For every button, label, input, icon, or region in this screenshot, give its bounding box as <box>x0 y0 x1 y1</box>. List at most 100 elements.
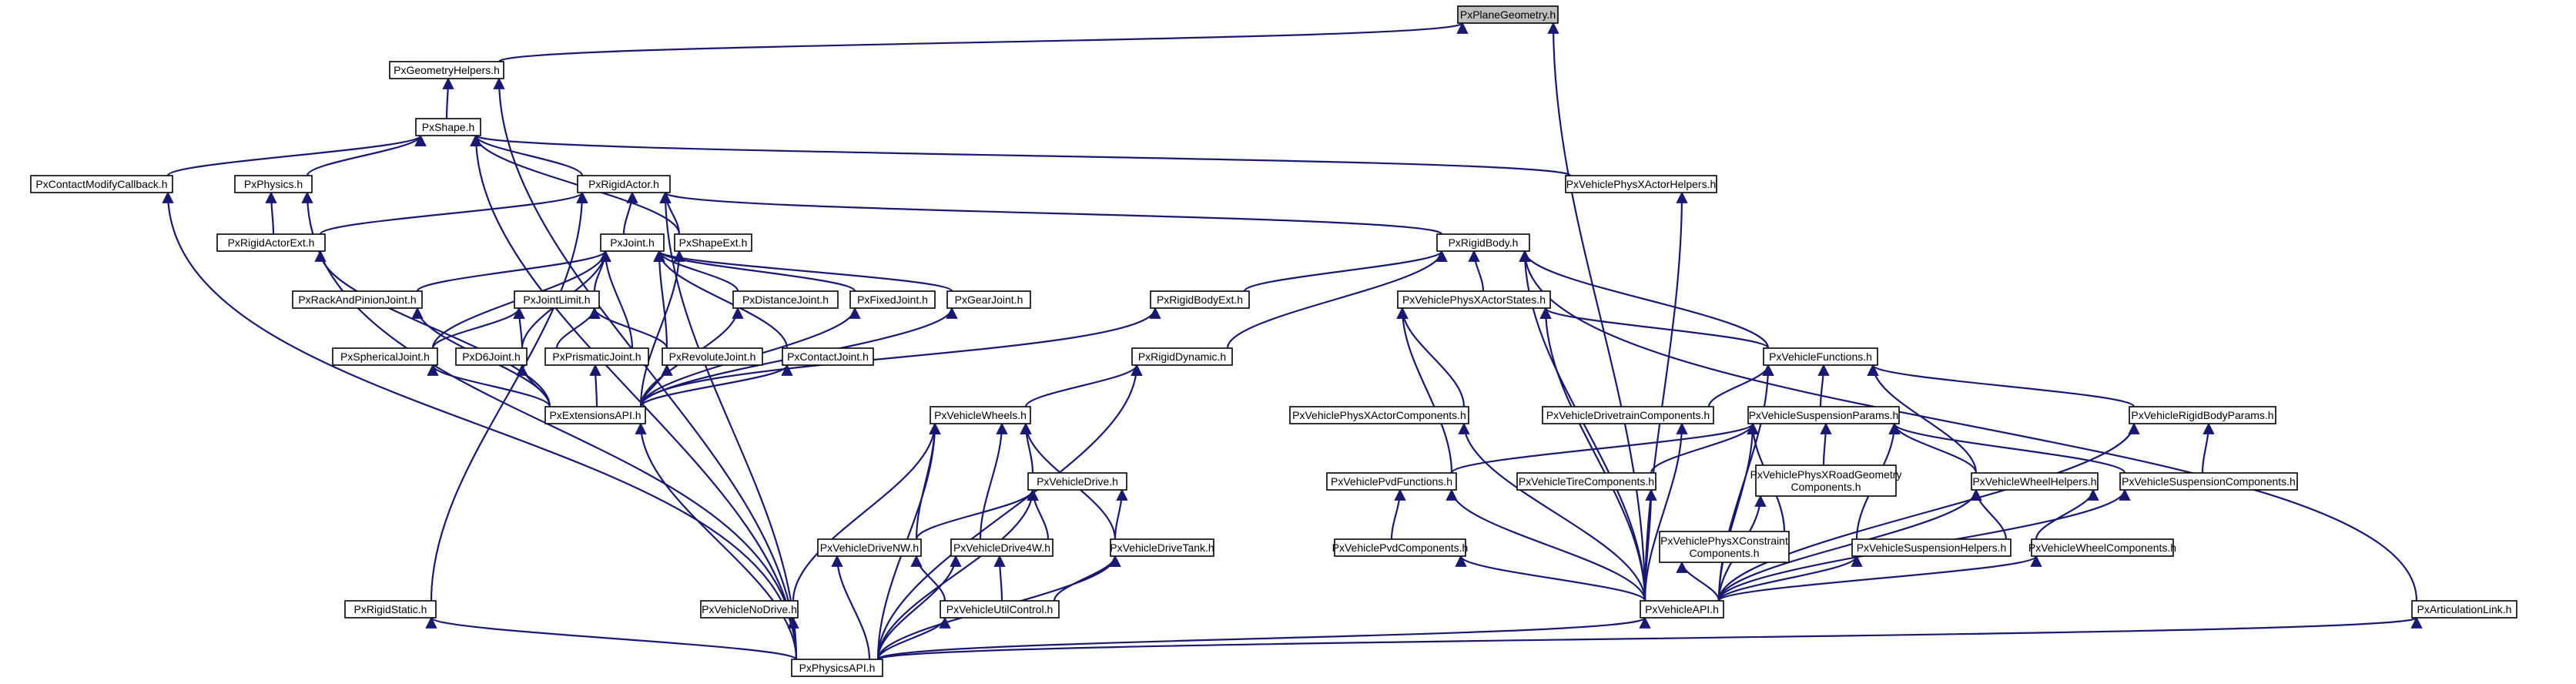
node-vsuspensionhelpers[interactable]: PxVehicleSuspensionHelpers.h <box>1851 538 2012 557</box>
node-vutilcontrol[interactable]: PxVehicleUtilControl.h <box>940 600 1060 619</box>
edge-physicsapi-to-shape <box>470 134 798 660</box>
node-box <box>216 233 326 252</box>
node-vpvdcomponents[interactable]: PxVehiclePvdComponents.h <box>1332 538 1469 557</box>
edge-physics-to-shape <box>306 134 427 176</box>
node-rigidactorext[interactable]: PxRigidActorExt.h <box>216 233 326 252</box>
node-vdrivetraincomponents[interactable]: PxVehicleDrivetrainComponents.h <box>1542 406 1714 424</box>
edge-rigidstatic-to-rigidactor <box>430 191 588 602</box>
node-box <box>1516 472 1656 491</box>
edge-rigidbodyext-to-rigidbody <box>1243 250 1448 292</box>
node-box <box>662 347 763 366</box>
node-label: PxPhysicsAPI.h <box>799 662 876 674</box>
node-label: PxPlaneGeometry.h <box>1460 8 1556 21</box>
edge-physicsapi-to-vdrive4w <box>876 555 962 660</box>
node-vsuspensionparams[interactable]: PxVehicleSuspensionParams.h <box>1747 406 1900 424</box>
edge-vpvdfunctions-to-vphysxactorstates <box>1396 307 1453 474</box>
edge-vehicleapi-to-vpvdcomponents <box>1455 555 1646 602</box>
node-joint[interactable]: PxJoint.h <box>600 233 665 252</box>
node-label: PxContactModifyCallback.h <box>35 178 167 190</box>
node-label: Components.h <box>1689 547 1759 559</box>
node-vphysxactorstates[interactable]: PxVehiclePhysXActorStates.h <box>1397 290 1551 309</box>
edge-vehicleapi-to-vsuspensionhelpers <box>1717 555 1863 602</box>
node-box <box>1150 290 1250 309</box>
edge-vehicleapi-to-vphysxconstraint <box>1676 561 1720 602</box>
node-vdrive[interactable]: PxVehicleDrive.h <box>1027 472 1127 491</box>
node-prismaticjoint[interactable]: PxPrismaticJoint.h <box>544 347 649 366</box>
node-label: PxVehicleUtilControl.h <box>946 603 1054 615</box>
node-rigidactor[interactable]: PxRigidActor.h <box>577 175 671 193</box>
edge-vehicleapi-to-vpvdfunctions <box>1445 488 1646 602</box>
edge-vehicleapi-to-vwheelhelpers <box>1717 488 1982 602</box>
node-vfunctions[interactable]: PxVehicleFunctions.h <box>1763 347 1878 366</box>
node-vsuspensioncomponents[interactable]: PxVehicleSuspensionComponents.h <box>2119 472 2298 491</box>
node-vwheelhelpers[interactable]: PxVehicleWheelHelpers.h <box>1971 472 2099 491</box>
edge-shape-to-geomhelpers <box>442 77 454 119</box>
node-rigiddynamic[interactable]: PxRigidDynamic.h <box>1131 347 1233 366</box>
edge-vdrive4w-to-vdrive <box>1027 488 1050 540</box>
node-articulationlink[interactable]: PxArticulationLink.h <box>2411 600 2517 619</box>
node-shape[interactable]: PxShape.h <box>415 118 481 136</box>
node-label: PxVehicleAPI.h <box>1645 603 1719 615</box>
node-vpvdfunctions[interactable]: PxVehiclePvdFunctions.h <box>1326 472 1457 491</box>
node-vwheels[interactable]: PxVehicleWheels.h <box>930 406 1031 424</box>
node-vtirecomponents[interactable]: PxVehicleTireComponents.h <box>1516 472 1656 491</box>
node-box <box>577 175 671 193</box>
node-box <box>344 600 437 619</box>
node-extensionsapi[interactable]: PxExtensionsAPI.h <box>544 406 646 424</box>
node-vnodrive[interactable]: PxVehicleNoDrive.h <box>700 600 799 619</box>
node-physicsapi[interactable]: PxPhysicsAPI.h <box>791 659 883 677</box>
node-box <box>2411 600 2517 619</box>
node-box <box>1755 464 1897 497</box>
edge-vehicleapi-to-vdrivetraincomponents <box>1643 422 1688 602</box>
node-vrigidbodyparams[interactable]: PxVehicleRigidBodyParams.h <box>2129 406 2276 424</box>
node-physics[interactable]: PxPhysics.h <box>234 175 313 193</box>
node-box <box>1436 233 1530 252</box>
node-revolutejoint[interactable]: PxRevoluteJoint.h <box>662 347 763 366</box>
node-fixedjoint[interactable]: PxFixedJoint.h <box>849 290 936 309</box>
edge-vehicleapi-to-vphysxactorcomponents <box>1458 422 1646 602</box>
edge-extensionsapi-to-d6joint <box>516 364 551 407</box>
node-vdrive4w[interactable]: PxVehicleDrive4W.h <box>950 538 1054 557</box>
node-vehicleapi[interactable]: PxVehicleAPI.h <box>1640 600 1724 619</box>
node-label: PxVehicleDrive.h <box>1037 475 1118 488</box>
node-box <box>930 406 1031 424</box>
edge-vsuspensioncomponents-to-vrigidbodyparams <box>2201 422 2215 474</box>
dependency-edges <box>162 22 2422 661</box>
node-rackpinion[interactable]: PxRackAndPinionJoint.h <box>292 290 423 309</box>
node-label: PxGearJoint.h <box>955 293 1023 306</box>
node-vphysxactorhelpers[interactable]: PxVehiclePhysXActorHelpers.h <box>1565 175 1717 193</box>
node-rigidbodyext[interactable]: PxRigidBodyExt.h <box>1150 290 1250 309</box>
edge-physicsapi-to-contactmodify <box>162 191 798 660</box>
node-geomhelpers[interactable]: PxGeometryHelpers.h <box>389 61 504 79</box>
node-sphericaljoint[interactable]: PxSphericalJoint.h <box>332 347 438 366</box>
edge-vsuspensionparams-to-vfunctions <box>1817 364 1830 407</box>
node-box <box>1659 531 1790 563</box>
node-contactmodify[interactable]: PxContactModifyCallback.h <box>30 175 173 193</box>
node-box <box>30 175 173 193</box>
edge-vwheels-to-rigiddynamic <box>1024 364 1143 407</box>
node-jointlimit[interactable]: PxJointLimit.h <box>514 290 600 309</box>
node-box <box>1110 538 1214 557</box>
node-shapeext[interactable]: PxShapeExt.h <box>674 233 752 252</box>
node-vdrivenw[interactable]: PxVehicleDriveNW.h <box>817 538 922 557</box>
edge-gearjoint-to-joint <box>653 250 953 293</box>
node-rigidstatic[interactable]: PxRigidStatic.h <box>344 600 437 619</box>
node-box <box>2129 406 2276 424</box>
node-vphysxactorcomponents[interactable]: PxVehiclePhysXActorComponents.h <box>1289 406 1469 424</box>
node-distancejoint[interactable]: PxDistanceJoint.h <box>732 290 839 309</box>
edge-vwheelhelpers-to-vfunctions <box>1867 364 1978 474</box>
node-box <box>292 290 423 309</box>
node-vdrivetank[interactable]: PxVehicleDriveTank.h <box>1110 538 1214 557</box>
node-d6joint[interactable]: PxD6Joint.h <box>455 347 528 366</box>
node-contactjoint[interactable]: PxContactJoint.h <box>782 347 874 366</box>
node-label: PxShape.h <box>422 121 475 133</box>
node-gearjoint[interactable]: PxGearJoint.h <box>946 290 1031 309</box>
node-box <box>950 538 1054 557</box>
node-label: PxVehicleDriveNW.h <box>820 542 919 554</box>
edge-articulationlink-to-rigidbody <box>1519 250 2418 602</box>
node-rigidbody[interactable]: PxRigidBody.h <box>1436 233 1530 252</box>
edge-revolutejoint-to-jointlimit <box>588 307 668 349</box>
node-vwheelcomponents[interactable]: PxVehicleWheelComponents.h <box>2028 538 2176 557</box>
